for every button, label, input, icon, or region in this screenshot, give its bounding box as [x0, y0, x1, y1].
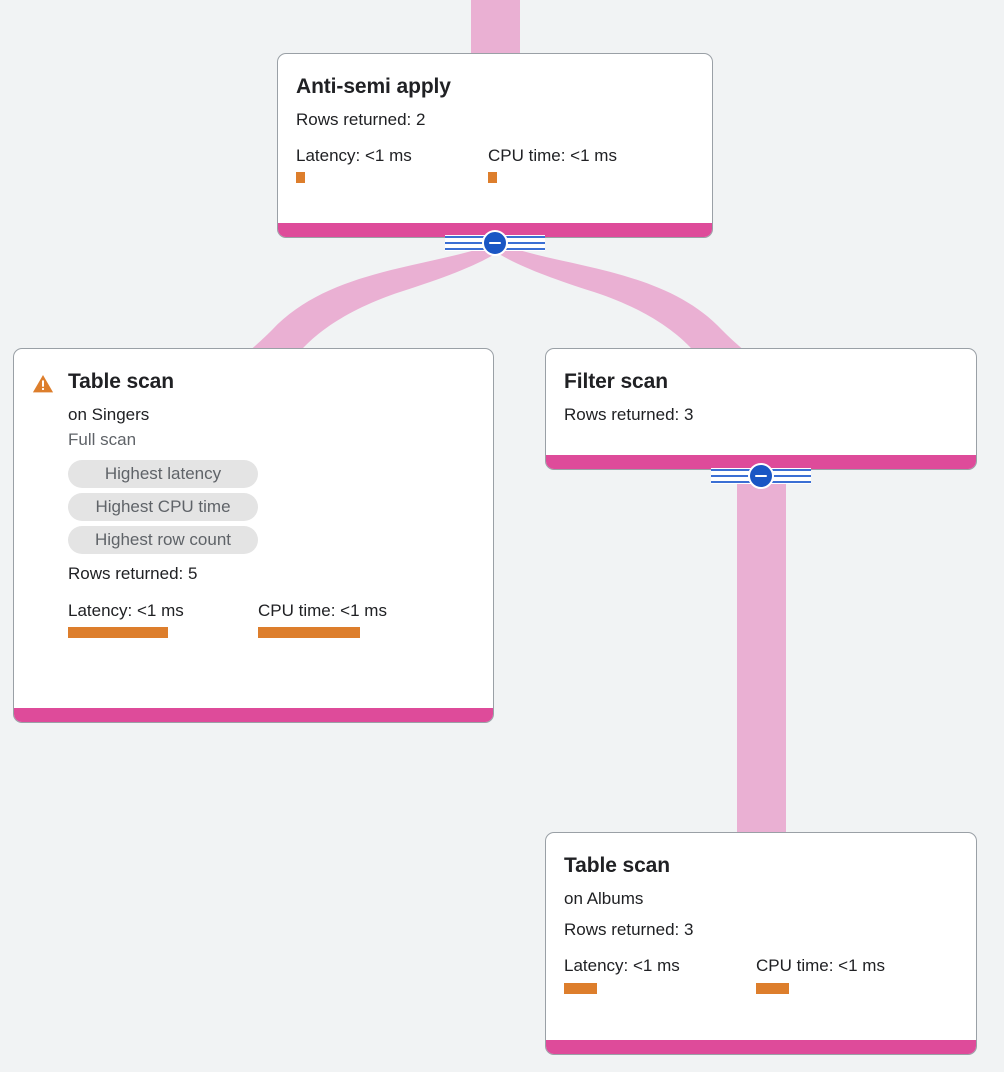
- edge-antisemi-to-filter-scan: [489, 243, 763, 365]
- cpu-time-bar: [756, 982, 789, 994]
- node-title: Table scan: [564, 854, 670, 877]
- latency-metric: Latency: <1 ms: [296, 145, 488, 184]
- cpu-metric: CPU time: <1 ms: [258, 600, 387, 638]
- cpu-time-bar: [488, 172, 497, 184]
- node-title-block: Table scan on Singers Full scan Highest …: [68, 369, 387, 638]
- latency-metric: Latency: <1 ms: [564, 955, 756, 994]
- node-accent-bar: [546, 1040, 976, 1054]
- cpu-metric: CPU time: <1 ms: [488, 145, 617, 184]
- collapse-minus-icon[interactable]: [748, 463, 774, 489]
- node-header: Anti-semi apply: [296, 74, 694, 100]
- node-header: Table scan on Singers Full scan Highest …: [32, 369, 475, 638]
- metrics-row: Latency: <1 ms CPU time: <1 ms: [296, 145, 694, 184]
- minus-glyph: [755, 474, 767, 478]
- cpu-time-bar: [258, 626, 360, 638]
- metrics-row: Latency: <1 ms CPU time: <1 ms: [68, 600, 387, 638]
- node-accent-bar: [14, 708, 493, 722]
- node-subtitle: on Albums: [564, 889, 644, 909]
- rows-returned-label: Rows returned: 3: [564, 405, 694, 425]
- latency-bar: [564, 982, 597, 994]
- warning-icon: [32, 375, 54, 393]
- latency-label: Latency: <1 ms: [68, 600, 184, 620]
- cpu-time-label: CPU time: <1 ms: [488, 146, 617, 166]
- badge-list: Highest latency Highest CPU time Highest…: [68, 460, 387, 555]
- node-table-scan-singers[interactable]: Table scan on Singers Full scan Highest …: [13, 348, 494, 723]
- edge-filterscan-to-table-scan-albums: [737, 470, 786, 845]
- latency-bar: [296, 172, 305, 184]
- node-body: Anti-semi apply Rows returned: 2 Latency…: [278, 54, 712, 197]
- node-title: Anti-semi apply: [296, 75, 451, 98]
- metrics-row: Latency: <1 ms CPU time: <1 ms: [564, 955, 958, 994]
- badge-highest-cpu-time: Highest CPU time: [68, 493, 258, 522]
- minus-glyph: [489, 241, 501, 245]
- node-scan-type: Full scan: [68, 430, 137, 450]
- latency-bar: [68, 626, 168, 638]
- node-table-scan-albums[interactable]: Table scan on Albums Rows returned: 3 La…: [545, 832, 977, 1055]
- node-subtitle: on Singers: [68, 405, 150, 425]
- rows-returned-label: Rows returned: 5: [68, 564, 198, 584]
- rows-returned-label: Rows returned: 2: [296, 110, 426, 130]
- node-anti-semi-apply[interactable]: Anti-semi apply Rows returned: 2 Latency…: [277, 53, 713, 238]
- latency-label: Latency: <1 ms: [296, 146, 412, 166]
- node-title: Table scan: [68, 370, 174, 393]
- node-filter-scan[interactable]: Filter scan Rows returned: 3: [545, 348, 977, 470]
- node-body: Table scan on Albums Rows returned: 3 La…: [546, 833, 976, 1008]
- collapse-handle-filter-scan[interactable]: [711, 461, 811, 491]
- edge-antisemi-to-table-scan-singers: [231, 243, 505, 365]
- cpu-time-label: CPU time: <1 ms: [258, 600, 387, 620]
- latency-label: Latency: <1 ms: [564, 956, 680, 976]
- badge-highest-row-count: Highest row count: [68, 526, 258, 555]
- rows-returned-label: Rows returned: 3: [564, 920, 694, 940]
- node-title: Filter scan: [564, 370, 668, 393]
- collapse-minus-icon[interactable]: [482, 230, 508, 256]
- collapse-handle-anti-semi-apply[interactable]: [445, 228, 545, 258]
- cpu-metric: CPU time: <1 ms: [756, 955, 885, 994]
- node-body: Filter scan Rows returned: 3: [546, 349, 976, 440]
- cpu-time-label: CPU time: <1 ms: [756, 956, 885, 976]
- edge-incoming-root: [471, 0, 520, 55]
- node-body: Table scan on Singers Full scan Highest …: [14, 349, 493, 652]
- latency-metric: Latency: <1 ms: [68, 600, 258, 638]
- node-accent-bar: [546, 455, 976, 469]
- badge-highest-latency: Highest latency: [68, 460, 258, 489]
